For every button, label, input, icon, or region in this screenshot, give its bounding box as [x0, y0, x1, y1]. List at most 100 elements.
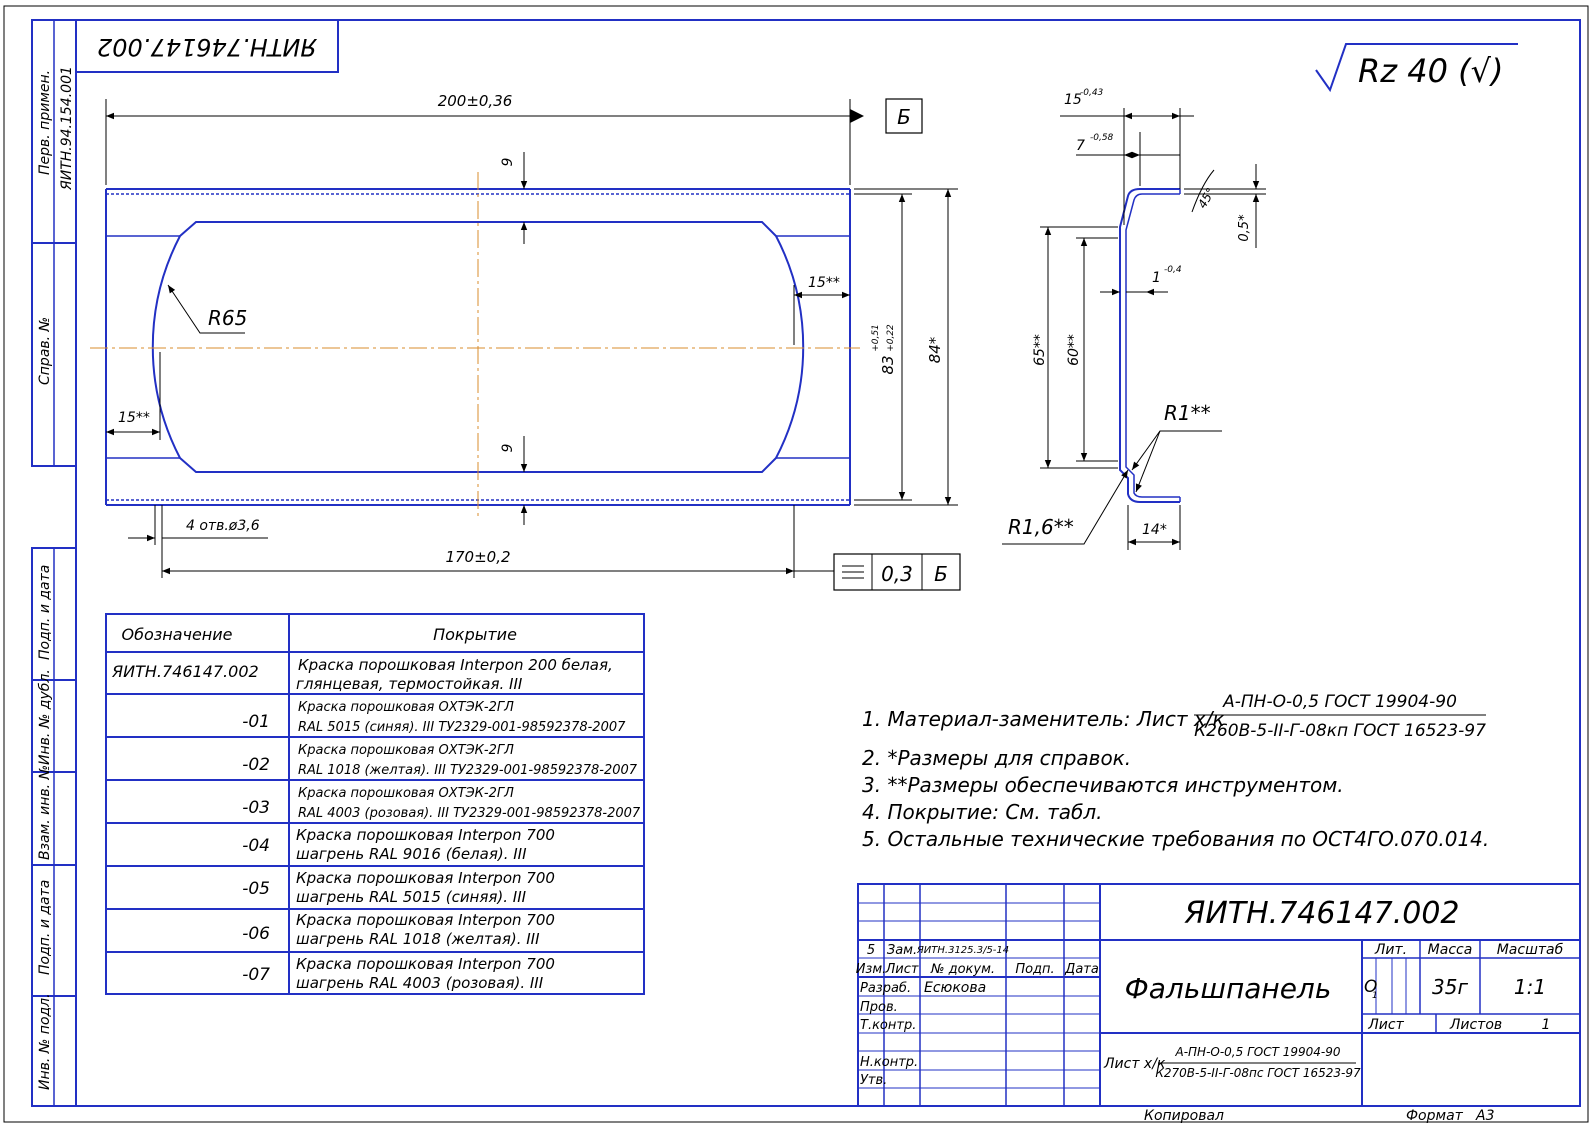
coating-table: Обозначение Покрытие ЯИТН.746147.002 Кра…	[105, 613, 645, 995]
side-label-podp-data-2: Подп. и дата	[37, 880, 53, 975]
coating-code-3: -03	[242, 798, 270, 818]
dim-15-right: 15**	[808, 275, 840, 291]
change-num: 5	[867, 943, 875, 958]
lit-value: О	[1364, 977, 1377, 997]
col-header-date: Дата	[1064, 962, 1099, 977]
mass-label: Масса	[1428, 942, 1473, 958]
coating-line1-3: Краска порошковая ОХТЭК-2ГЛ	[298, 786, 514, 801]
role-nkontr: Н.контр.	[860, 1055, 918, 1070]
coating-header-cover: Покрытие	[433, 625, 517, 644]
coating-code-6: -06	[242, 924, 270, 944]
note-3: 3. **Размеры обеспечиваются инструментом…	[862, 773, 1344, 797]
side-label-podp-data-1: Подп. и дата	[37, 565, 53, 660]
coating-line1-1: Краска порошковая ОХТЭК-2ГЛ	[298, 700, 514, 715]
side-label-sprav: Справ. №	[37, 317, 53, 385]
tolerance-value: 0,3	[881, 562, 913, 586]
dim-1-section-tol: -0,4	[1164, 265, 1182, 275]
dim-7-section: 7	[1076, 138, 1085, 154]
section-view: 15 -0,43 7 -0,58 0,5* 45° 1 -0,4 65** 60…	[1002, 88, 1266, 550]
coating-code-7: -07	[242, 965, 270, 985]
radius-r1: R1**	[1164, 401, 1211, 425]
dim-170: 170±0,2	[445, 548, 510, 566]
scale-label: Масштаб	[1497, 942, 1564, 958]
coating-line1-4: Краска порошковая Interpon 700	[296, 826, 555, 844]
note-1-numerator: А-ПН-О-0,5 ГОСТ 19904-90	[1222, 692, 1457, 712]
dim-height-83-tol-up: +0,51	[871, 324, 881, 352]
coating-line2-6: шагрень RAL 1018 (желтая). III	[296, 930, 540, 948]
side-label-inv-podl: Инв. № подл.	[37, 993, 53, 1090]
radius-r65: R65	[208, 306, 247, 330]
coating-line1-7: Краска порошковая Interpon 700	[296, 955, 555, 973]
coating-code-2: -02	[242, 755, 270, 775]
material-prefix: Лист х/к	[1103, 1056, 1166, 1072]
coating-code-0: ЯИТН.746147.002	[111, 662, 259, 681]
dim-14-section: 14*	[1142, 522, 1167, 538]
coating-line2-0: глянцевая, термостойкая. III	[296, 675, 523, 693]
dim-height-83: 83	[879, 355, 897, 374]
material-numerator: А-ПН-О-0,5 ГОСТ 19904-90	[1174, 1045, 1340, 1059]
dim-7-section-tol: -0,58	[1090, 133, 1114, 143]
coating-line2-4: шагрень RAL 9016 (белая). III	[296, 845, 527, 863]
lit-label: Лит.	[1374, 942, 1407, 958]
dim-15-section-tol: -0,43	[1080, 88, 1104, 98]
coating-line1-0: Краска порошковая Interpon 200 белая,	[298, 656, 613, 674]
note-2: 2. *Размеры для справок.	[862, 746, 1131, 770]
dim-05: 0,5*	[1237, 214, 1252, 242]
dim-65-section: 65**	[1032, 334, 1048, 366]
coating-line2-7: шагрень RAL 4003 (розовая). III	[296, 974, 544, 992]
side-label-perv-primen: Перв. примен.	[37, 70, 53, 175]
datum-label: Б	[897, 105, 911, 129]
role-prov: Пров.	[860, 1000, 898, 1015]
note-5: 5. Остальные технические требования по О…	[862, 827, 1489, 851]
col-header-list: Лист	[885, 962, 919, 977]
coating-code-5: -05	[242, 879, 270, 899]
col-header-doc: № докум.	[930, 962, 995, 977]
coating-line2-3: RAL 4003 (розовая). III ТУ2329-001-98592…	[298, 806, 641, 821]
coating-line1-2: Краска порошковая ОХТЭК-2ГЛ	[298, 743, 514, 758]
mass-value: 35г	[1432, 975, 1468, 999]
note-1-denominator: К260В-5-II-Г-08кп ГОСТ 16523-97	[1194, 721, 1486, 741]
title-designation: ЯИТН.746147.002	[1183, 896, 1459, 931]
coating-line2-5: шагрень RAL 5015 (синяя). III	[296, 888, 527, 906]
razrab-name: Есюкова	[924, 980, 986, 996]
material-denominator: К270В-5-II-Г-08пс ГОСТ 16523-97	[1155, 1066, 1361, 1080]
role-razrab: Разраб.	[860, 981, 911, 996]
coating-code-4: -04	[242, 836, 270, 856]
coating-line1-6: Краска порошковая Interpon 700	[296, 911, 555, 929]
col-header-izm: Изм.	[856, 962, 887, 977]
dim-15-section: 15	[1064, 92, 1082, 108]
role-tkontr: Т.контр.	[860, 1018, 916, 1033]
footer-format-value: А3	[1475, 1108, 1494, 1124]
dim-9-top: 9	[500, 157, 516, 166]
left-margin-column: Перв. примен. ЯИТН.94.154.001 Справ. № П…	[31, 19, 77, 1107]
footer-copied: Копировал	[1144, 1108, 1224, 1124]
change-doc: ЯИТН.3125.3/5-14	[916, 945, 1009, 956]
role-utv: Утв.	[860, 1073, 887, 1088]
side-label-inv-dubl: Инв. № дубл.	[37, 669, 53, 765]
side-label-perv-primen-value: ЯИТН.94.154.001	[59, 66, 75, 191]
roughness-symbol: Rz 40 (√)	[1315, 43, 1518, 93]
stamp-top: ЯИТН.746147.002	[75, 19, 339, 73]
scale-value: 1:1	[1514, 975, 1546, 999]
coating-line2-2: RAL 1018 (желтая). III ТУ2329-001-985923…	[298, 763, 638, 778]
coating-line2-1: RAL 5015 (синяя). III ТУ2329-001-9859237…	[298, 720, 626, 735]
dim-9-bottom: 9	[500, 443, 516, 452]
lit-subscript: 1	[1372, 991, 1378, 1001]
dim-length-200: 200±0,36	[438, 92, 513, 110]
holes-label: 4 отв.ø3,6	[186, 518, 260, 534]
dim-60-section: 60**	[1066, 334, 1082, 366]
coating-header-code: Обозначение	[121, 625, 232, 644]
note-1-prefix: 1. Материал-заменитель: Лист х/к	[862, 707, 1225, 731]
change-type: Зам.	[887, 943, 917, 958]
col-header-podp: Подп.	[1015, 962, 1054, 977]
footer-format-label: Формат	[1406, 1108, 1464, 1124]
coating-line1-5: Краска порошковая Interpon 700	[296, 869, 555, 887]
note-4: 4. Покрытие: См. табл.	[862, 800, 1102, 824]
title-name: Фальшпанель	[1125, 972, 1332, 1005]
technical-notes: 1. Материал-заменитель: Лист х/к А-ПН-О-…	[862, 692, 1489, 851]
coating-code-1: -01	[242, 712, 270, 732]
dim-1-section: 1	[1152, 270, 1161, 286]
front-view: 200±0,36 Б 9 9 R65 15** 15** 83 +0,51 +0…	[90, 92, 961, 591]
sheets-value: 1	[1542, 1017, 1551, 1033]
